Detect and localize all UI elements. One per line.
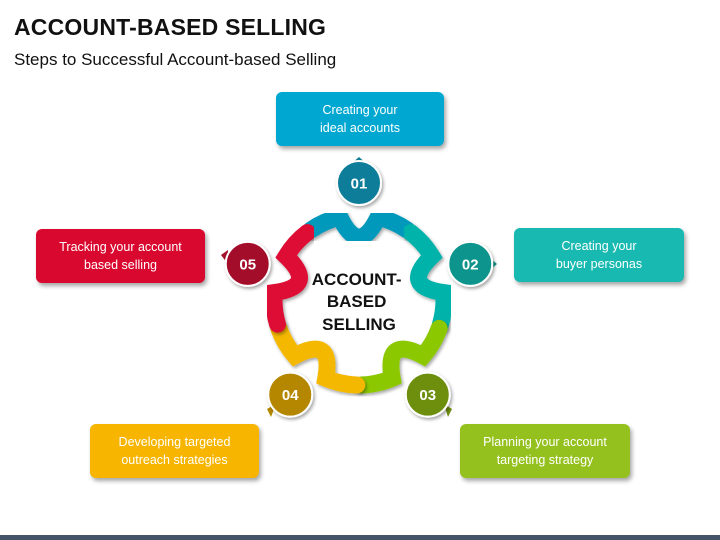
step-box-tracking: Tracking your account based selling <box>36 229 205 283</box>
step-badge-05: 05 <box>224 240 271 287</box>
page-title: ACCOUNT-BASED SELLING <box>14 14 327 40</box>
step-1-text: Creating your ideal accounts <box>320 102 400 135</box>
step-2-text: Creating your buyer personas <box>555 238 643 271</box>
step-badge-02: 02 <box>447 240 494 287</box>
step-box-creating-accounts: Creating your ideal accounts <box>276 92 444 146</box>
footer-bar <box>0 535 720 540</box>
step-number-04: 04 <box>282 387 299 404</box>
ring-segment-03 <box>352 319 448 394</box>
step-5-text: Tracking your account based selling <box>59 239 182 272</box>
step-number-05: 05 <box>239 256 256 273</box>
step-3-text: Planning your account targeting strategy <box>483 434 607 467</box>
center-label: ACCOUNT- BASED SELLING <box>312 270 406 334</box>
step-badge-04: 04 <box>267 371 314 418</box>
center-label-line-2: BASED <box>327 292 387 311</box>
ring-segment-01 <box>302 207 416 246</box>
step-4-text: Developing targeted outreach strategies <box>118 434 231 467</box>
step-number-01: 01 <box>351 176 368 193</box>
center-label-line-1: ACCOUNT- <box>312 270 402 289</box>
step-badge-01: 01 <box>336 160 382 206</box>
page-subtitle: Steps to Successful Account-based Sellin… <box>14 50 337 69</box>
center-label-line-3: SELLING <box>322 315 396 334</box>
ring-segment-04 <box>270 319 366 394</box>
step-box-targeting-strategy: Planning your account targeting strategy <box>460 424 630 478</box>
step-box-buyer-personas: Creating your buyer personas <box>514 228 684 282</box>
ring-segment-05 <box>265 224 316 333</box>
step-box-outreach-strategies: Developing targeted outreach strategies <box>90 424 259 478</box>
step-number-03: 03 <box>419 387 436 404</box>
step-number-02: 02 <box>462 256 479 273</box>
ring-segment-02 <box>402 224 453 333</box>
step-badge-03: 03 <box>404 371 451 418</box>
